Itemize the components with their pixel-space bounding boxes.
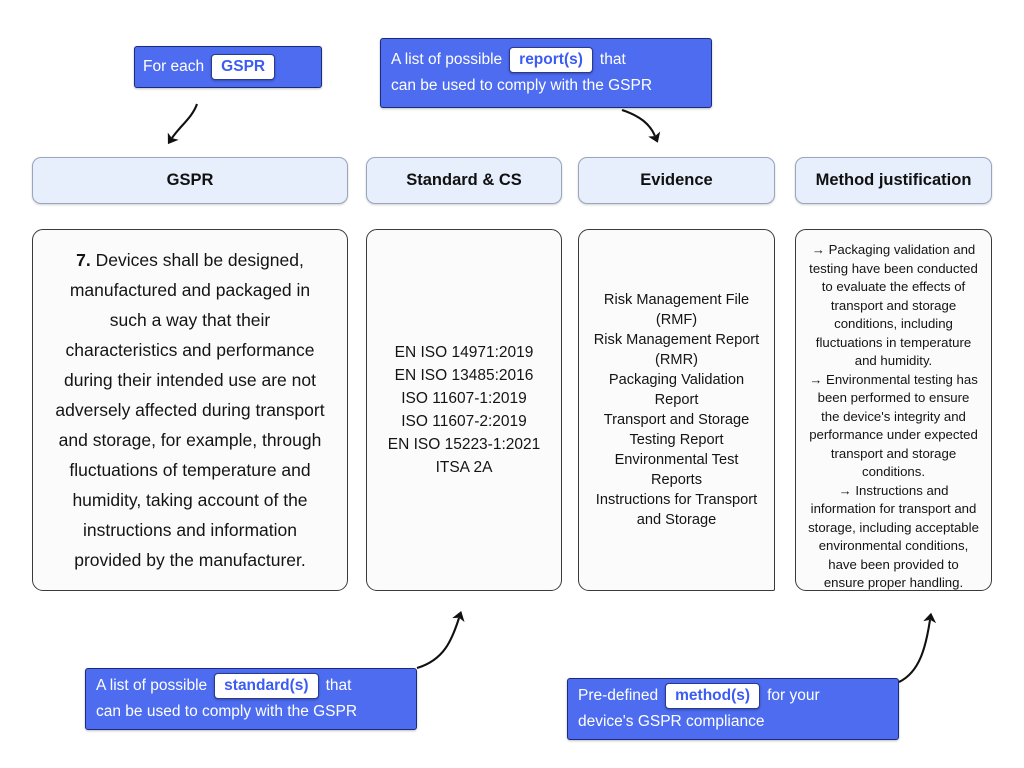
arrow-reports-to-column [621,109,661,143]
callout-standards[interactable]: A list of possible standard(s) that can … [85,668,417,730]
callout-reports-chip[interactable]: report(s) [509,47,593,73]
callout-reports-suffix: that [599,51,626,68]
arrow-gspr-to-column [167,103,198,145]
callout-methods-prefix: Pre-defined [578,687,659,704]
callout-for-each-gspr[interactable]: For each GSPR [134,46,322,88]
content-card-gspr[interactable]: 7. Devices shall be designed, manufactur… [32,229,348,591]
callout-reports[interactable]: A list of possible report(s) that can be… [380,38,712,108]
callout-reports-line2: can be used to comply with the GSPR [391,77,653,94]
gspr-requirement-number: 7. [76,250,91,270]
callout-standards-suffix: that [325,677,352,694]
content-card-evidence[interactable]: Risk Management File (RMF) Risk Manageme… [578,229,775,591]
callout-reports-prefix: A list of possible [391,51,503,68]
column-header-method-justification[interactable]: Method justification [795,157,992,204]
callout-for-each-chip[interactable]: GSPR [211,54,276,80]
column-header-gspr-label: GSPR [166,171,214,189]
callout-methods-chip[interactable]: method(s) [665,683,761,709]
callout-methods-line2: device's GSPR compliance [578,713,765,730]
callout-for-each-prefix: For each [143,58,205,75]
callout-standards-line2: can be used to comply with the GSPR [96,703,358,720]
content-card-method-justification[interactable]: → Packaging validation and testing have … [795,229,992,591]
evidence-list: Risk Management File (RMF) Risk Manageme… [593,292,760,528]
arrow-standards-to-column [416,611,465,670]
callout-methods-suffix: for your [767,687,820,704]
content-card-gspr-text: 7. Devices shall be designed, manufactur… [45,245,335,575]
standards-list: EN ISO 14971:2019 EN ISO 13485:2016 ISO … [387,344,541,476]
content-card-standard-cs[interactable]: EN ISO 14971:2019 EN ISO 13485:2016 ISO … [366,229,562,591]
column-header-evidence-label: Evidence [640,171,713,189]
column-header-standard-cs-label: Standard & CS [406,171,522,189]
callout-standards-chip[interactable]: standard(s) [214,673,319,699]
column-header-method-justification-label: Method justification [815,171,972,189]
column-header-standard-cs[interactable]: Standard & CS [366,157,562,204]
method-justification-text: → Packaging validation and testing have … [808,242,979,590]
callout-standards-prefix: A list of possible [96,677,208,694]
callout-methods[interactable]: Pre-defined method(s) for your device's … [567,678,899,740]
arrow-methods-to-column [898,612,937,683]
column-header-evidence[interactable]: Evidence [578,157,775,204]
gspr-requirement-body: Devices shall be designed, manufactured … [55,250,325,570]
column-header-gspr[interactable]: GSPR [32,157,348,204]
